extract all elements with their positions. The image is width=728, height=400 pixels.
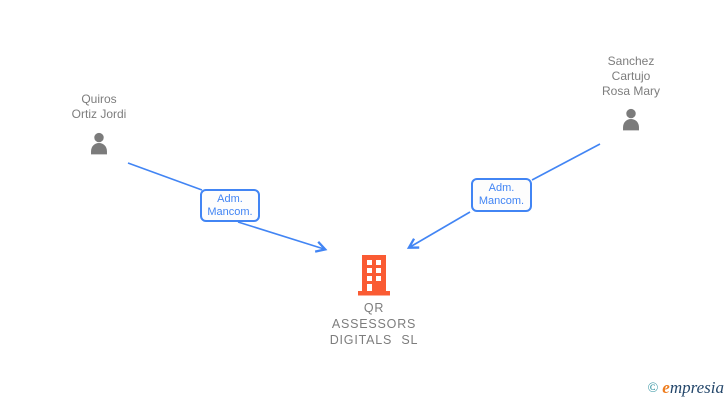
person-name: Sanchez Cartujo Rosa Mary (569, 54, 693, 99)
brand-name: mpresia (669, 378, 724, 397)
person-name-line: Sanchez (607, 54, 655, 68)
person-name: Quiros Ortiz Jordi (37, 92, 161, 122)
edge-left-lower-segment (237, 221, 328, 253)
brand-initial: e (662, 378, 670, 397)
person-icon[interactable] (84, 129, 114, 158)
person-name-line: Ortiz Jordi (71, 107, 127, 121)
company-name-line: QR (363, 301, 385, 315)
company-node-qr-assessors-digitals-sl[interactable]: QR ASSESSORS DIGITALS SL (294, 255, 454, 348)
person-name-line: Rosa Mary (601, 84, 660, 98)
copyright-icon: © (647, 381, 659, 396)
person-node-sanchez-cartujo-rosa-mary[interactable]: Sanchez Cartujo Rosa Mary (569, 54, 693, 134)
edge-label-adm-mancom-right: Adm. Mancom. (471, 178, 532, 212)
edge-label-line: Mancom. (207, 205, 253, 218)
edge-left-upper-segment (127, 162, 203, 191)
company-name: QR ASSESSORS DIGITALS SL (294, 300, 454, 348)
edge-label-adm-mancom-left: Adm. Mancom. (200, 189, 260, 222)
person-name-line: Cartujo (611, 69, 651, 83)
empresia-logo: ©empresia (648, 378, 724, 398)
edge-label-line: Adm. (488, 182, 515, 194)
edge-right-lower-segment (406, 211, 471, 249)
company-name-line: ASSESSORS (331, 317, 417, 331)
person-node-quiros-ortiz-jordi[interactable]: Quiros Ortiz Jordi (37, 92, 161, 158)
company-name-line: DIGITALS SL (329, 333, 419, 347)
edge-label-line: Mancom. (478, 195, 525, 207)
company-building-icon[interactable] (357, 255, 391, 296)
person-icon[interactable] (616, 105, 646, 134)
person-name-line: Quiros (81, 92, 117, 106)
edge-right-upper-segment (531, 143, 601, 181)
edge-label-line: Adm. (217, 192, 243, 205)
